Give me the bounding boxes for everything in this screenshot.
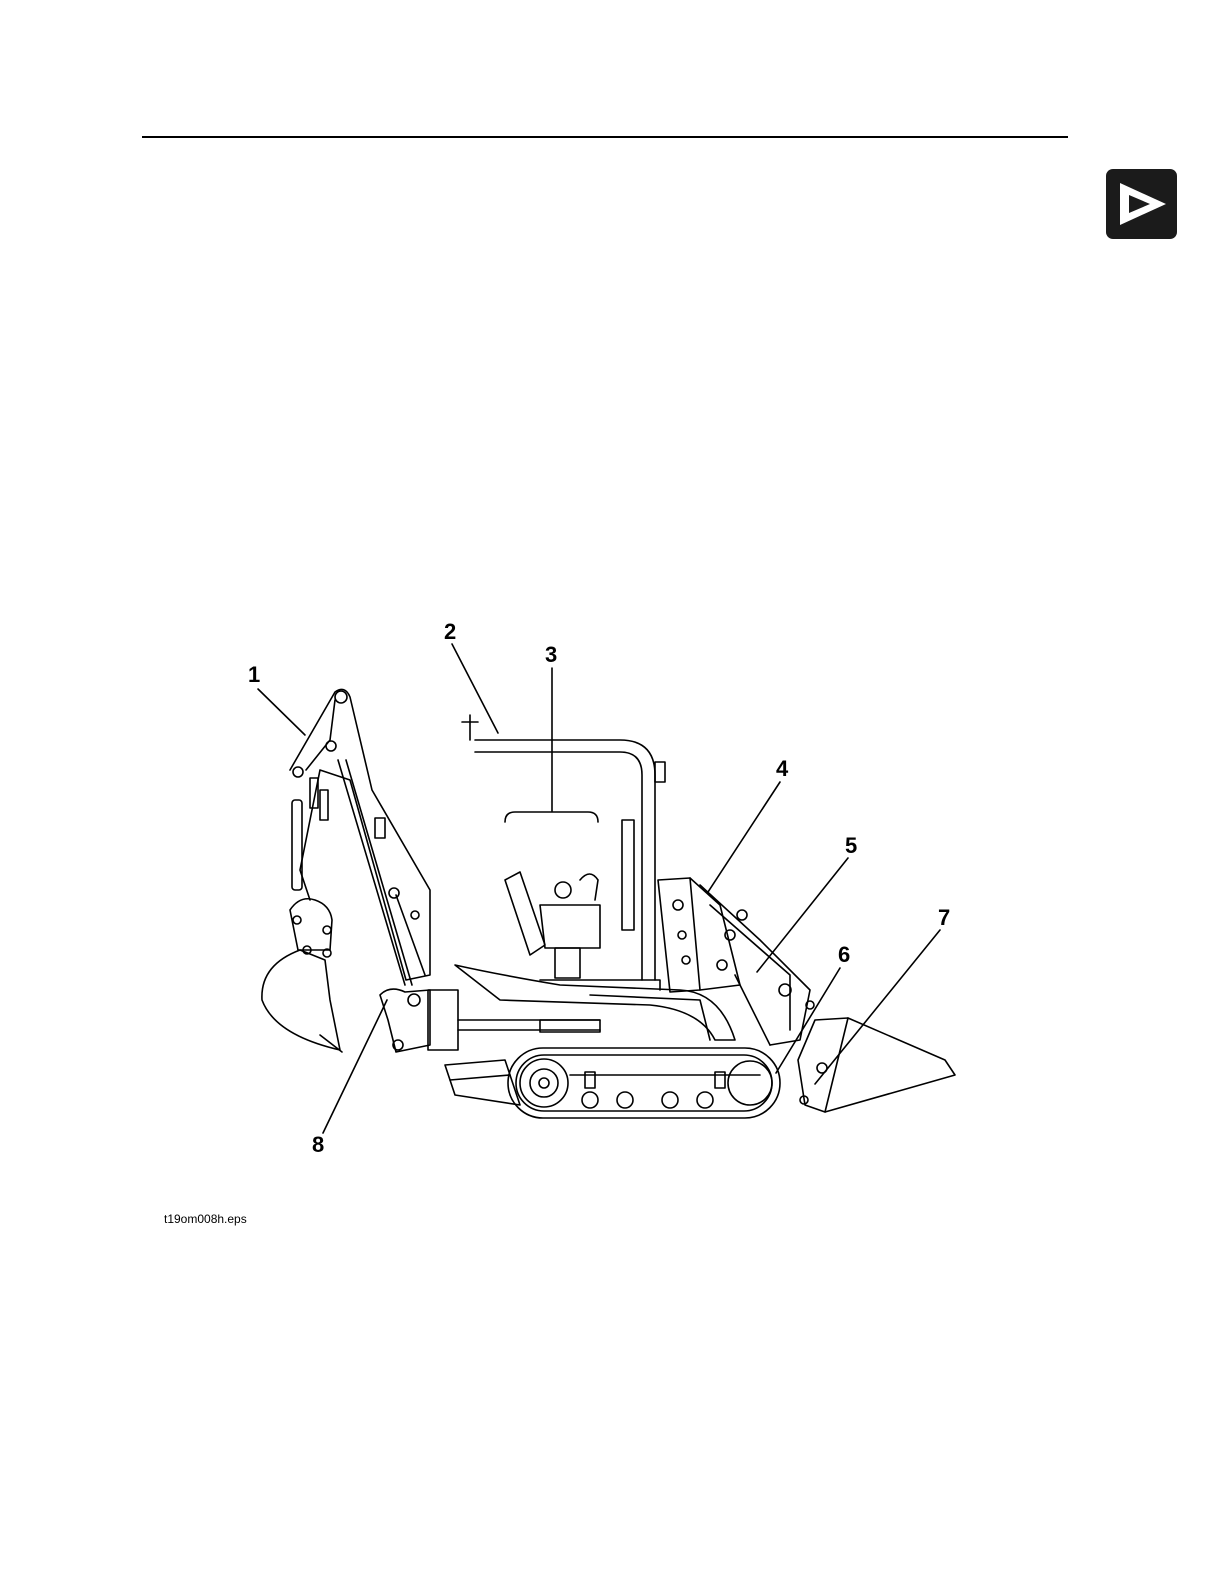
- leader-line-5: [757, 858, 848, 972]
- compact-tool-carrier-illustration: [0, 600, 1225, 1180]
- bracket-3: [505, 812, 598, 822]
- callout-2: 2: [444, 621, 456, 643]
- callout-6: 6: [838, 944, 850, 966]
- callout-8: 8: [312, 1134, 324, 1156]
- leader-line-1: [258, 689, 305, 735]
- leader-line-7: [815, 930, 940, 1084]
- play-arrow-icon: [1106, 169, 1177, 239]
- leader-line-4: [708, 782, 780, 892]
- header-rule: [142, 136, 1068, 138]
- figure-filename: t19om008h.eps: [164, 1212, 247, 1226]
- leader-line-2: [452, 644, 498, 733]
- leader-line-8: [323, 1000, 387, 1133]
- callout-5: 5: [845, 835, 857, 857]
- callout-7: 7: [938, 907, 950, 929]
- next-page-tab[interactable]: [1106, 169, 1177, 239]
- callout-1: 1: [248, 664, 260, 686]
- callout-3: 3: [545, 644, 557, 666]
- callout-4: 4: [776, 758, 788, 780]
